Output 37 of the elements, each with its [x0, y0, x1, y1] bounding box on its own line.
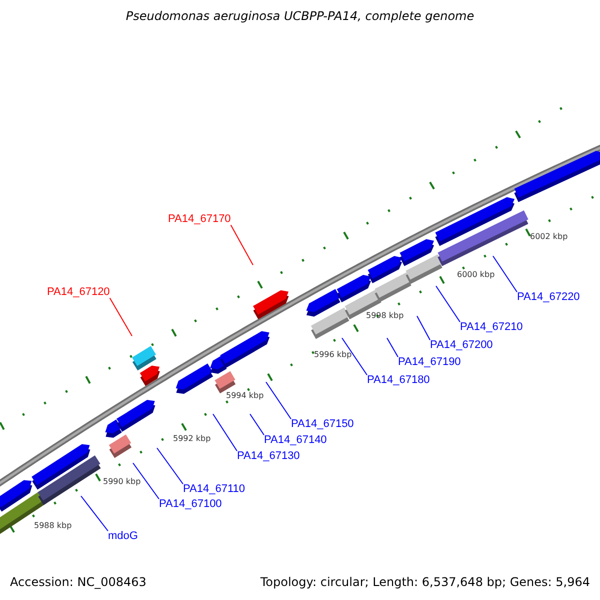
gene-label: PA14_67100: [159, 498, 222, 510]
gene-label: PA14_67180: [367, 374, 430, 386]
position-label: 5994 kbp: [226, 391, 264, 401]
gene-label: PA14_67200: [430, 339, 493, 351]
leader-line: [156, 448, 184, 484]
footer-text: Topology: circular; Length: 6,537,648 bp; Genes: 5,964: [260, 575, 590, 589]
gene-label: mdoG: [108, 530, 138, 542]
gene-label: PA14_67210: [460, 321, 523, 333]
gene-label: PA14_67130: [237, 450, 300, 462]
gene-label: PA14_67150: [291, 418, 354, 430]
position-label: 5996 kbp: [314, 350, 352, 360]
leader-line: [416, 316, 430, 340]
leader-line: [492, 256, 518, 292]
position-label: 6002 kbp: [530, 232, 568, 242]
gene-label: PA14_67140: [264, 434, 327, 446]
leader-line: [109, 298, 132, 336]
position-label: 5992 kbp: [173, 434, 211, 444]
leader-line: [436, 286, 460, 322]
gene-label: PA14_67120: [47, 286, 110, 298]
leader-line: [212, 414, 238, 452]
leader-line: [266, 382, 292, 420]
leader-line: [80, 496, 108, 532]
leader-line: [342, 338, 368, 376]
position-label: 5990 kbp: [103, 477, 141, 487]
leader-line: [132, 462, 160, 500]
gene-label: PA14_67220: [517, 291, 580, 303]
position-label: 6000 kbp: [457, 270, 495, 280]
footer-text: Accession: NC_008463: [10, 575, 146, 589]
leader-line: [230, 224, 254, 266]
gene-label: PA14_67170: [168, 213, 231, 225]
leader-line: [250, 414, 264, 436]
leader-line: [386, 338, 398, 358]
chart-title: Pseudomonas aeruginosa UCBPP-PA14, complete genome: [126, 9, 474, 23]
position-label: 5988 kbp: [34, 521, 72, 531]
gene-label: PA14_67190: [398, 356, 461, 368]
gene-label: PA14_67110: [183, 483, 245, 495]
position-label: 5998 kbp: [366, 311, 404, 321]
